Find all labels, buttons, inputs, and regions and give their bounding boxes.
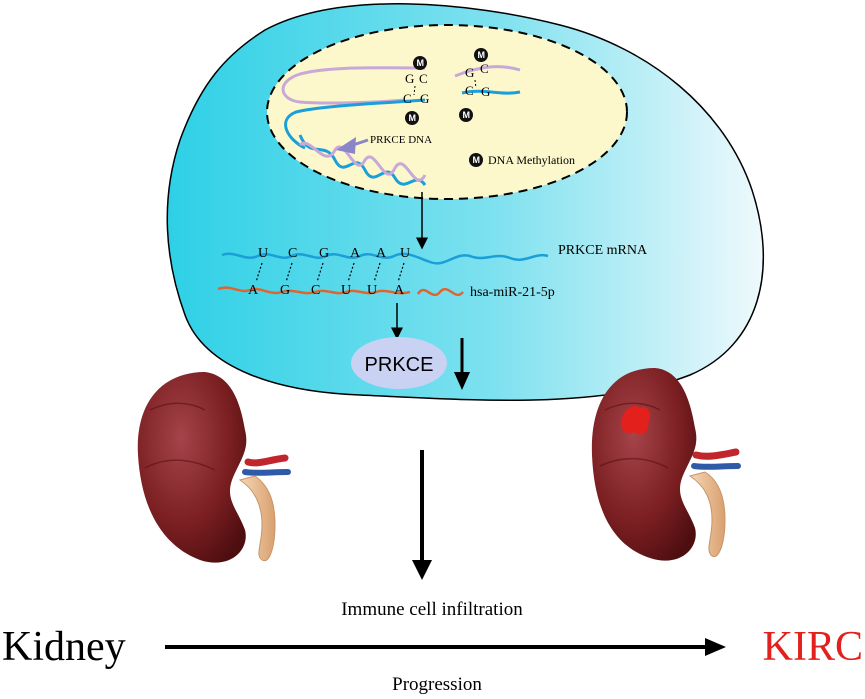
prkce-protein <box>351 337 447 389</box>
svg-text:C: C <box>480 61 489 76</box>
kirc-kidney <box>591 368 741 561</box>
svg-text:C: C <box>311 283 320 298</box>
immune-label: Immune cell infiltration <box>341 599 523 620</box>
svg-text:M: M <box>473 155 481 165</box>
svg-text:A: A <box>248 283 259 298</box>
infiltration-arrow-icon <box>412 450 432 580</box>
svg-text:G: G <box>420 91 429 106</box>
svg-text:A: A <box>394 283 405 298</box>
methylation-legend-label: DNA Methylation <box>488 153 575 167</box>
kidney-label: Kidney <box>2 624 126 670</box>
mirna-label: hsa-miR-21-5p <box>470 285 555 300</box>
methylation-mark-icon: M <box>459 108 473 122</box>
progression-label: Progression <box>392 674 482 695</box>
mrna-strand <box>221 252 549 265</box>
progression-arrow <box>165 638 726 656</box>
tumor-lesion <box>620 406 651 435</box>
dna-strands <box>281 65 521 186</box>
svg-text:G: G <box>481 84 490 99</box>
svg-text:U: U <box>341 283 351 298</box>
svg-text:U: U <box>367 283 377 298</box>
svg-text:C: C <box>419 71 428 86</box>
mirna-bases: A G C U U A <box>248 283 405 298</box>
left-base-pairs: G C C G <box>403 71 429 106</box>
svg-text:M: M <box>409 113 417 123</box>
svg-text:C: C <box>465 83 474 98</box>
dna-pointer-arrow <box>336 137 369 154</box>
healthy-kidney <box>137 372 291 563</box>
methylation-mark-icon: M <box>474 48 488 62</box>
kirc-label: KIRC <box>763 624 863 670</box>
svg-text:G: G <box>280 283 290 298</box>
base-pair-bonds <box>255 262 405 283</box>
methylation-mark-icon: M <box>405 111 419 125</box>
svg-text:U: U <box>258 246 268 261</box>
prkce-protein-label: PRKCE <box>365 354 434 376</box>
methylation-mark-icon: M <box>413 56 427 70</box>
right-base-pairs: G C C G <box>465 61 490 99</box>
methylation-marks: M M M M M <box>405 48 488 167</box>
svg-text:U: U <box>400 246 410 261</box>
mirna-tail <box>416 287 464 297</box>
svg-text:C: C <box>288 246 297 261</box>
svg-text:M: M <box>463 110 471 120</box>
svg-text:A: A <box>350 246 361 261</box>
downregulation-arrow-icon <box>454 338 470 390</box>
svg-text:G: G <box>405 71 414 86</box>
svg-text:G: G <box>465 65 474 80</box>
dna-label: PRKCE DNA <box>370 134 432 146</box>
nucleus <box>266 24 628 200</box>
svg-text:M: M <box>478 50 486 60</box>
mrna-bases: U C G A A U <box>258 246 410 261</box>
mrna-label: PRKCE mRNA <box>558 243 648 258</box>
svg-text:G: G <box>319 246 329 261</box>
svg-text:C: C <box>403 91 412 106</box>
svg-text:A: A <box>376 246 387 261</box>
methylation-legend-icon: M <box>469 153 483 167</box>
svg-text:M: M <box>417 58 425 68</box>
mirna-strand <box>217 286 411 295</box>
